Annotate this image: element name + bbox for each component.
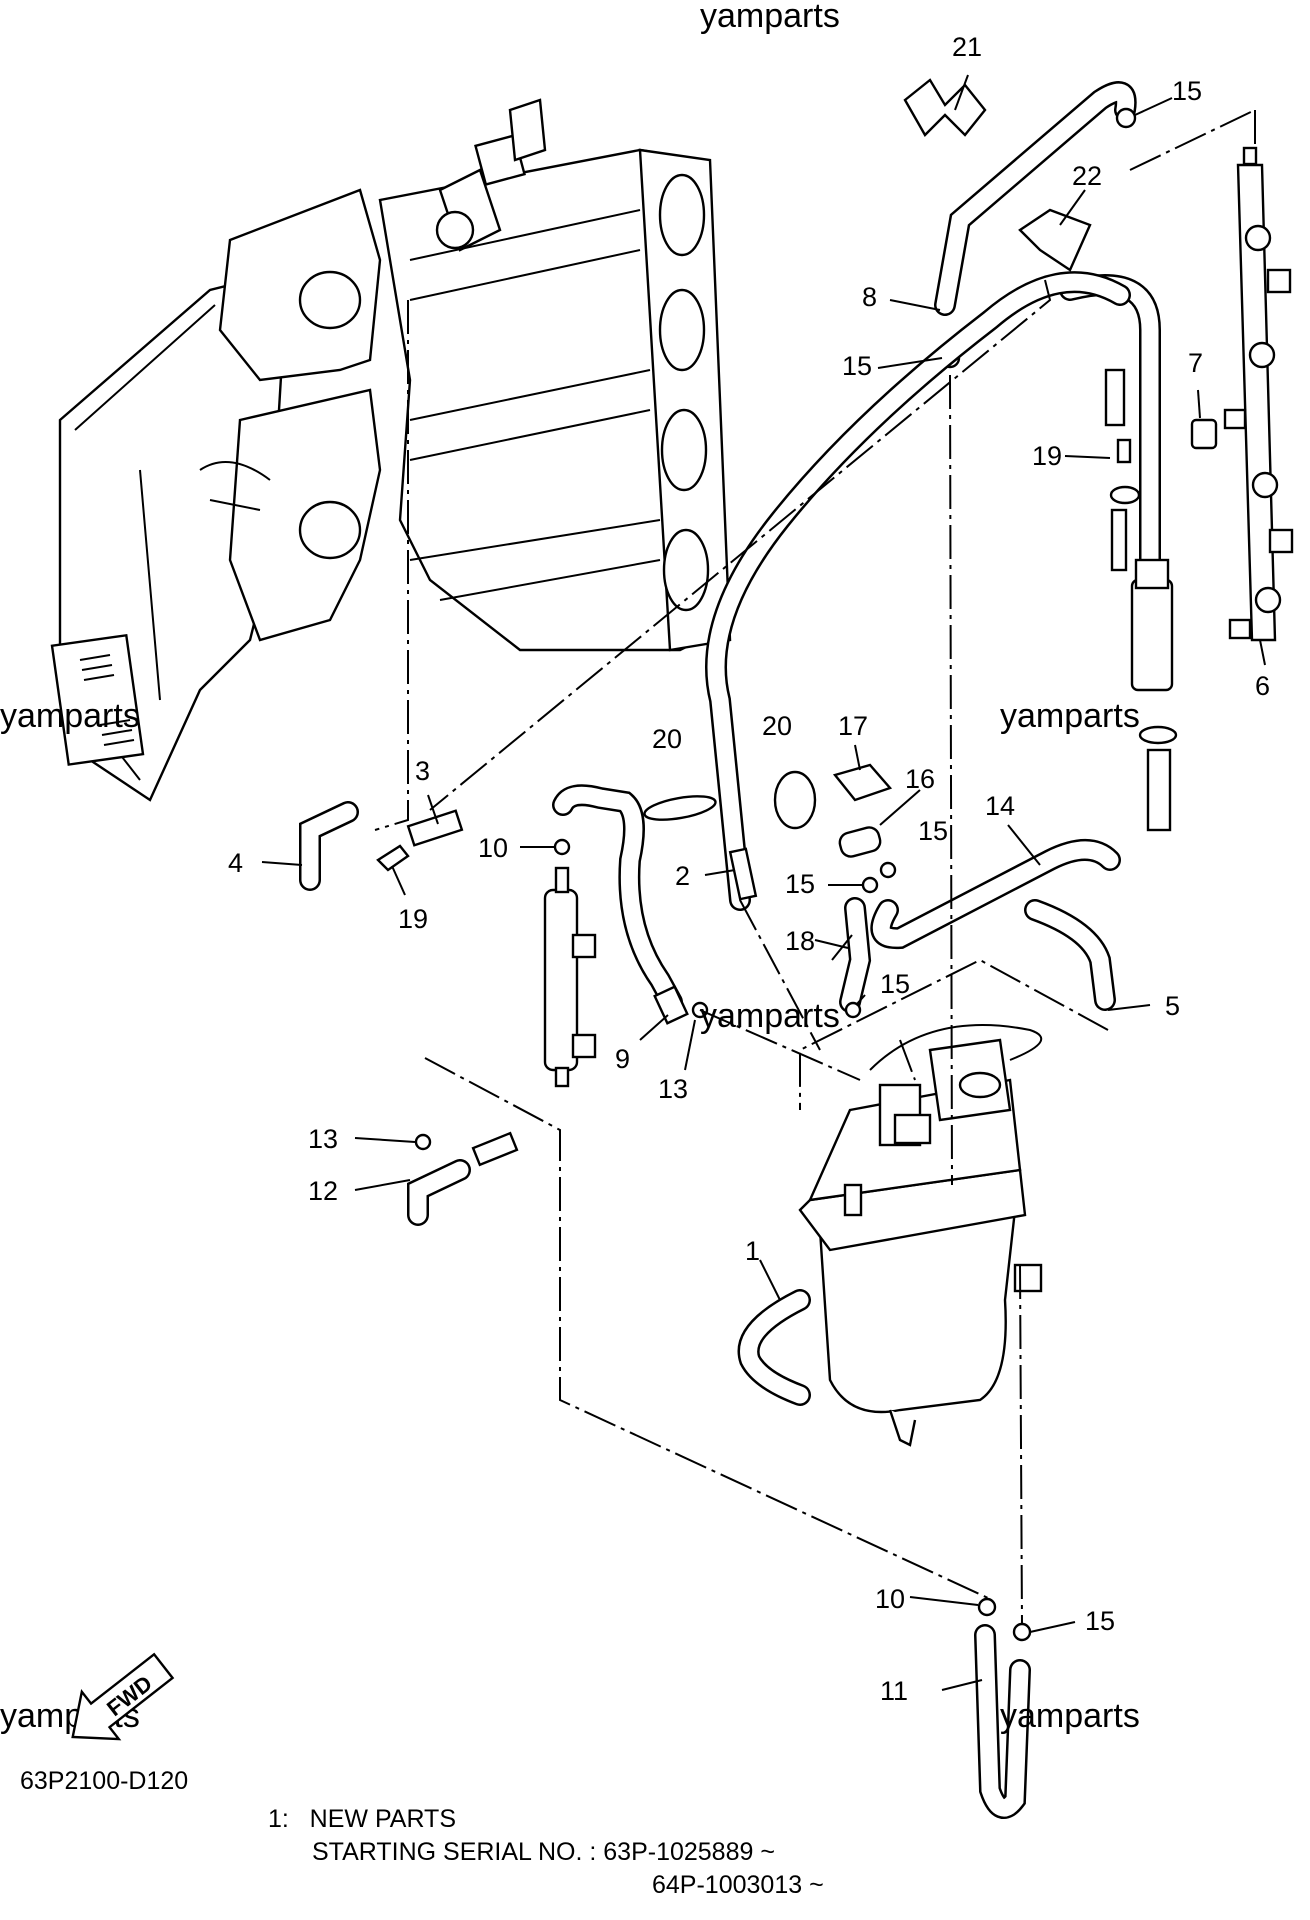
callout-15: 15 [1085, 1606, 1115, 1636]
callout-17: 17 [838, 711, 868, 741]
callout-15: 15 [918, 816, 948, 846]
callout-4: 4 [228, 848, 243, 878]
hoses-upper [903, 78, 1137, 369]
callout-12: 12 [308, 1176, 338, 1206]
callout-6: 6 [1255, 671, 1270, 701]
callout-21: 21 [952, 32, 982, 62]
intake-manifold-assembly [50, 98, 732, 802]
callout-labels: 21 15 22 8 15 7 19 6 17 20 16 20 14 3 4 … [228, 32, 1270, 1706]
callout-10: 10 [875, 1584, 905, 1614]
callout-20: 20 [762, 711, 792, 741]
callout-1: 1 [745, 1236, 760, 1266]
callout-20: 20 [652, 724, 682, 754]
vapor-separator [798, 1024, 1043, 1447]
footnote-line-1: 1: NEW PARTS [268, 1805, 457, 1833]
footnote-line-2: STARTING SERIAL NO. : 63P-1025889 ~ [312, 1838, 775, 1866]
callout-8: 8 [862, 282, 877, 312]
fuel-rail [1223, 146, 1294, 642]
watermark: yamparts [700, 997, 840, 1035]
callout-10: 10 [478, 833, 508, 863]
callout-19: 19 [1032, 441, 1062, 471]
callout-11: 11 [880, 1676, 908, 1706]
callout-3: 3 [415, 756, 430, 786]
callout-22: 22 [1072, 161, 1102, 191]
diagram-code: 63P2100-D120 [20, 1767, 189, 1795]
footnote-line-3: 64P-1003013 ~ [652, 1871, 824, 1899]
watermark: yamparts [0, 697, 140, 735]
watermark: yamparts [700, 0, 840, 35]
callout-15: 15 [842, 351, 872, 381]
callout-15: 15 [1172, 76, 1202, 106]
callout-15: 15 [785, 869, 815, 899]
watermarks: yamparts yamparts yamparts yamparts yamp… [0, 0, 1140, 1735]
callout-5: 5 [1165, 991, 1180, 1021]
callout-16: 16 [905, 764, 935, 794]
callout-15: 15 [880, 969, 910, 999]
callout-9: 9 [615, 1044, 630, 1074]
watermark: yamparts [1000, 697, 1140, 735]
callout-19: 19 [398, 904, 428, 934]
connection-lines [374, 109, 1256, 1626]
watermark: yamparts [1000, 1697, 1140, 1735]
fuel-cooler [543, 866, 597, 1088]
callout-13: 13 [658, 1074, 688, 1104]
callout-14: 14 [985, 791, 1015, 821]
callout-7: 7 [1188, 348, 1203, 378]
small-parts [299, 763, 1121, 1226]
callout-13: 13 [308, 1124, 338, 1154]
leader-lines [261, 74, 1266, 1691]
callout-2: 2 [675, 861, 690, 891]
callout-18: 18 [785, 926, 815, 956]
